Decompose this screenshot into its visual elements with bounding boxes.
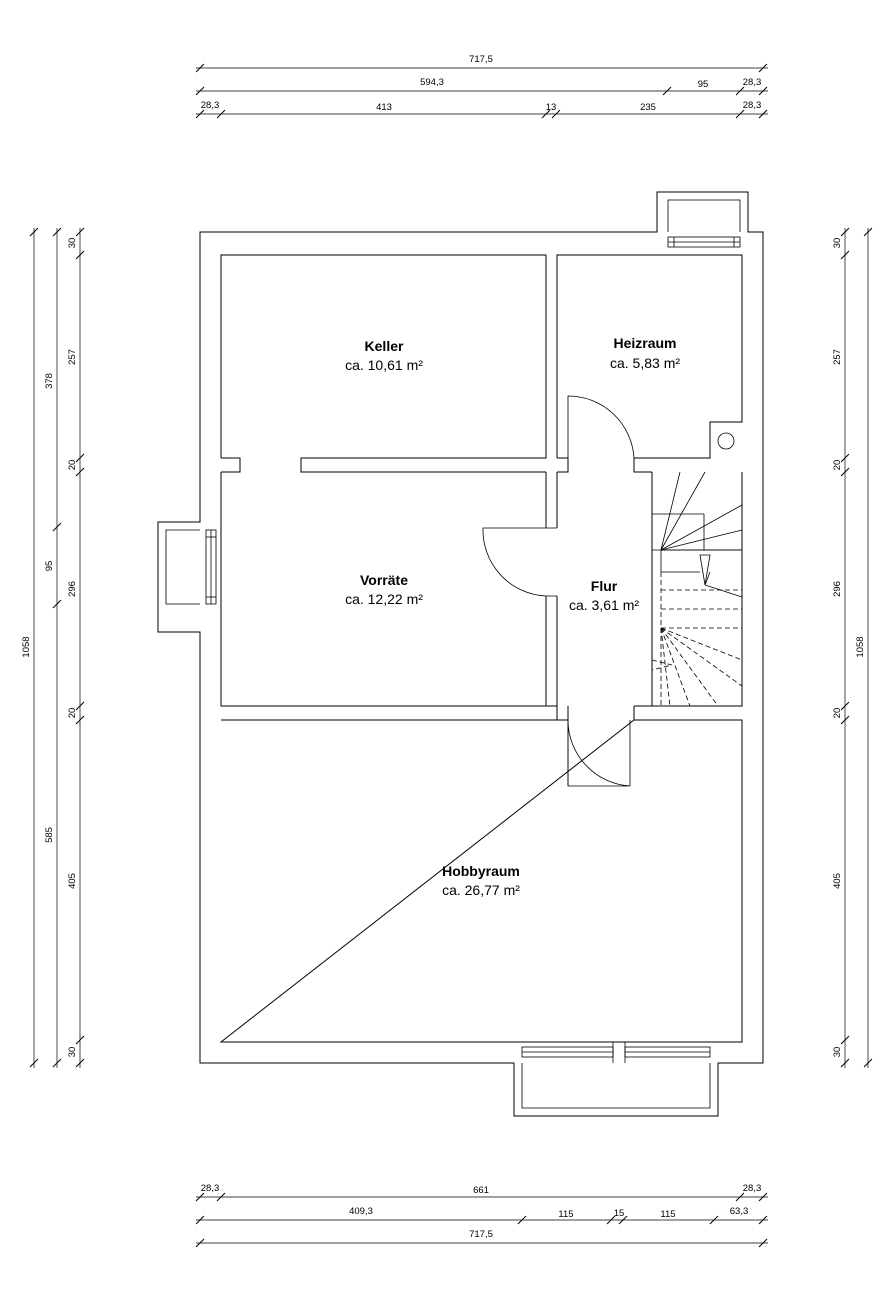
stair-arrow-down-icon <box>651 659 673 671</box>
dim-left-in-e: 20 <box>67 708 78 719</box>
hobby-outline <box>219 706 743 1043</box>
dim-right-in-a: 30 <box>832 238 843 249</box>
room-area-vorraete: ca. 12,22 m² <box>345 591 423 607</box>
heizraum-outline <box>556 254 743 459</box>
room-area-keller: ca. 10,61 m² <box>345 357 423 373</box>
left-bay-inner <box>165 529 200 605</box>
room-area-heizraum: ca. 5,83 m² <box>610 355 680 371</box>
dim-right-in-c: 20 <box>832 460 843 471</box>
dim-bottom-r3-a: 717,5 <box>469 1229 493 1240</box>
room-name-flur: Flur <box>591 578 618 594</box>
dim-top-r2-c: 28,3 <box>743 77 762 88</box>
vorraete-outline <box>220 472 547 707</box>
dim-bottom-r1-b: 661 <box>473 1185 489 1196</box>
dim-top-r2-a: 594,3 <box>420 77 444 88</box>
dim-right-in-b: 257 <box>832 349 843 365</box>
dim-top-r3-e: 28,3 <box>743 100 762 111</box>
room-name-keller: Keller <box>365 338 404 354</box>
dim-left-in-b: 257 <box>67 349 78 365</box>
dim-bottom-r1-a: 28,3 <box>201 1183 220 1194</box>
dim-top-r3-a: 28,3 <box>201 100 220 111</box>
staircase <box>651 471 743 707</box>
dim-left-in-g: 30 <box>67 1047 78 1058</box>
dim-top-r3-d: 235 <box>640 102 656 113</box>
dim-right-in-f: 405 <box>832 873 843 889</box>
outer-wall <box>157 191 764 1117</box>
dim-bottom-r2-c: 15 <box>614 1208 625 1219</box>
flur-right-wall <box>633 472 653 720</box>
bottom-bay-inner <box>521 1063 711 1109</box>
dim-left-outer: 1058 <box>21 636 32 657</box>
dim-left-mid-a: 378 <box>44 373 55 389</box>
keller-outline <box>220 254 547 473</box>
dim-bottom-r1-c: 28,3 <box>743 1183 762 1194</box>
dimensions-top: 717,5 594,3 95 28,3 28,3 413 13 235 28,3 <box>195 54 768 119</box>
dim-left-in-f: 405 <box>67 873 78 889</box>
dimensions-left: 1058 378 95 585 30 257 20 296 20 405 30 <box>21 227 85 1068</box>
room-name-hobbyraum: Hobbyraum <box>442 863 520 879</box>
dim-top-r3-c: 13 <box>546 102 557 113</box>
stair-arrow-up-icon <box>699 554 711 586</box>
dim-top-total: 717,5 <box>469 54 493 65</box>
dim-right-outer: 1058 <box>855 636 866 657</box>
room-name-vorraete: Vorräte <box>360 572 408 588</box>
dimensions-right: 30 257 20 296 20 405 30 1058 <box>832 227 873 1068</box>
dim-bottom-r2-a: 409,3 <box>349 1206 373 1217</box>
dim-right-in-e: 20 <box>832 708 843 719</box>
windows <box>205 236 741 1063</box>
chimney-icon <box>717 432 735 450</box>
stair-right-wall <box>634 472 743 707</box>
door-jamb-vorraete-a <box>546 527 557 597</box>
dim-left-in-a: 30 <box>67 238 78 249</box>
dim-left-in-c: 20 <box>67 460 78 471</box>
keller-left-stub <box>221 457 241 473</box>
door-heizraum <box>567 395 635 459</box>
dim-bottom-r2-b: 115 <box>558 1209 573 1220</box>
heizraum-stub-right <box>633 458 652 473</box>
dim-bottom-r2-e: 63,3 <box>730 1206 749 1217</box>
dim-top-r3-b: 413 <box>376 102 392 113</box>
top-bay-inner <box>667 199 741 232</box>
dim-left-mid-c: 585 <box>44 827 55 843</box>
walls <box>157 191 764 1117</box>
doors <box>482 395 635 787</box>
door-vorraete <box>482 527 547 597</box>
room-area-hobbyraum: ca. 26,77 m² <box>442 882 520 898</box>
dim-right-in-g: 30 <box>832 1047 843 1058</box>
room-labels: Keller ca. 10,61 m² Heizraum ca. 5,83 m²… <box>345 335 680 898</box>
room-area-flur: ca. 3,61 m² <box>569 597 639 613</box>
dim-right-in-d: 296 <box>832 581 843 597</box>
heizraum-stub-left <box>557 457 569 473</box>
dim-bottom-r2-d: 115 <box>660 1209 675 1220</box>
dim-left-mid-b: 95 <box>44 561 55 572</box>
dimensions-bottom: 28,3 661 28,3 409,3 115 15 115 63,3 717,… <box>195 1183 768 1248</box>
dim-top-r2-b: 95 <box>698 79 709 90</box>
room-name-heizraum: Heizraum <box>613 335 676 351</box>
dim-left-in-d: 296 <box>67 581 78 597</box>
